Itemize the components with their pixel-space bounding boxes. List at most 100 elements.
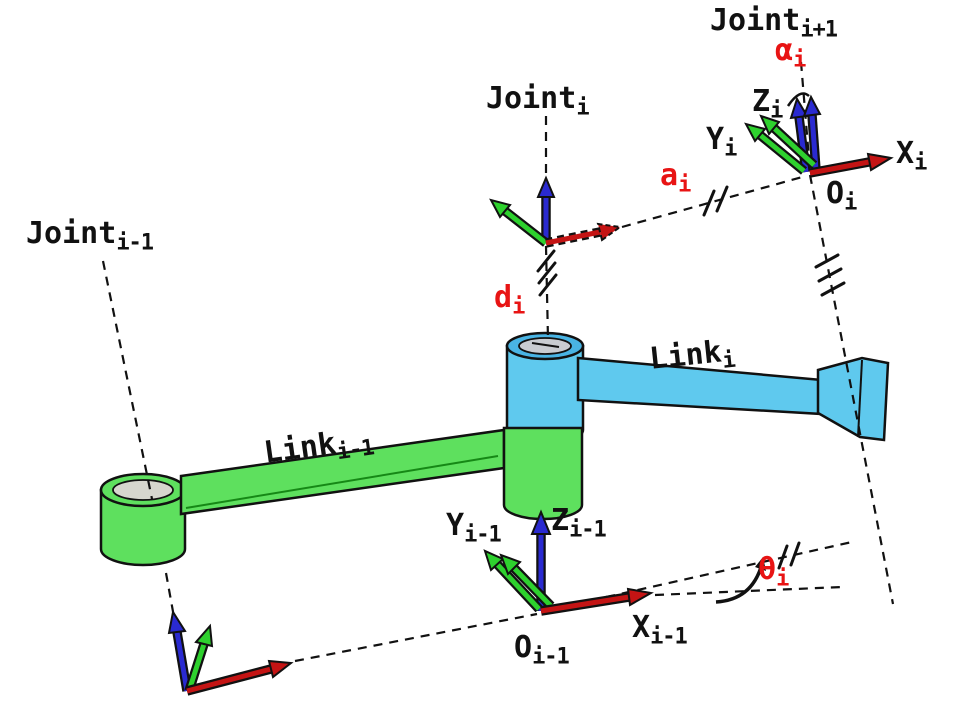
y-cur-axis-arrow-b (759, 114, 818, 169)
hatch-tick (777, 544, 789, 570)
label-text: O (514, 630, 533, 665)
theta-arc (715, 563, 764, 604)
label-y-prev: Yi-1 (446, 508, 502, 548)
frame-prev (483, 509, 654, 616)
label-z-cur: Zi (752, 86, 783, 124)
label-alpha: αi (775, 33, 806, 73)
label-theta: θi (758, 552, 789, 592)
axis-head (194, 623, 214, 648)
label-sub: i-1 (464, 522, 502, 548)
label-sub: i+1 (800, 17, 838, 43)
theta-arc-arrowhead (755, 557, 766, 571)
hatch-tick (536, 249, 556, 273)
label-x-prev: Xi-1 (632, 610, 688, 650)
axis-shaft (809, 159, 870, 176)
hatch-tick (820, 281, 846, 297)
label-sub: i (793, 47, 806, 73)
label-o-prev: Oi-1 (514, 630, 570, 670)
frame-cur (744, 94, 894, 178)
axis-head (744, 122, 767, 143)
link-cur-cylinder-bore (518, 337, 572, 355)
axis-head (483, 549, 505, 572)
base-y-axis-arrow (184, 623, 214, 693)
link-prev-right-cylinder-body (502, 426, 584, 521)
label-x-cur: Xi (896, 136, 927, 175)
d-hatch (536, 249, 558, 297)
link-cur-bracket-edge (857, 359, 863, 438)
label-text: a (660, 158, 679, 193)
axis-shaft (174, 631, 190, 692)
joint-cur-z-arrow (536, 175, 556, 243)
label-text: Joint (26, 216, 117, 251)
hatch-tick (814, 253, 840, 269)
joint-prev-axis-upper (101, 260, 154, 500)
label-text: α (775, 33, 794, 68)
hatch-tick (537, 261, 557, 285)
label-joint-prev: Jointi-1 (26, 216, 154, 256)
label-text: O (826, 176, 845, 211)
hatch-marks (536, 185, 846, 570)
a-hatch (702, 185, 729, 217)
label-joint-next: Jointi+1 (710, 5, 838, 43)
hatch-tick (538, 273, 558, 297)
link-prev-arm-edge (185, 455, 499, 509)
axis-head (530, 509, 552, 535)
axis-shaft (772, 126, 816, 167)
link-prev-left-cylinder-body (99, 488, 187, 567)
o-cur-drop-line (808, 174, 895, 605)
label-sub: i (724, 136, 737, 162)
alpha-arc (786, 92, 810, 107)
y-cur-axis-arrow-a (744, 122, 808, 175)
axis-shaft (540, 594, 630, 614)
axis-head (802, 94, 822, 118)
label-joint-cur: Jointi (486, 81, 590, 120)
label-sub: i-1 (569, 517, 607, 543)
label-text: X (632, 610, 651, 645)
a-length-line (621, 174, 807, 229)
joint-cur-y-arrow (489, 198, 549, 247)
y-prev-axis-arrow-a (483, 549, 543, 613)
label-sub: i-1 (650, 624, 688, 650)
joint-cur-x-arrow-projected (545, 222, 623, 248)
axis-head (489, 198, 512, 219)
label-o-cur: Oi (826, 176, 857, 216)
label-sub: i (770, 98, 783, 124)
label-sub: i (776, 566, 789, 592)
base-line (294, 612, 538, 663)
axis-head (759, 114, 781, 136)
axis-head (499, 553, 522, 576)
label-text: Link (647, 334, 724, 377)
label-text: Joint (486, 81, 577, 116)
label-sub: i (844, 190, 857, 216)
axis-shaft (758, 133, 806, 173)
label-y-cur: Yi (706, 124, 737, 162)
label-text: θ (758, 552, 777, 587)
label-a-param: ai (660, 158, 691, 197)
axis-shaft (495, 562, 541, 611)
y-prev-axis-arrow-b (499, 553, 555, 610)
axis-head (866, 152, 894, 172)
axis-shaft (186, 643, 207, 692)
link-cur-bore-tick (531, 342, 560, 348)
label-sub: i (721, 347, 736, 374)
axis-head (536, 175, 556, 198)
hatch-tick (789, 541, 801, 567)
hatch-tick (715, 185, 729, 213)
label-text: Y (446, 508, 465, 543)
label-sub: i-1 (532, 644, 570, 670)
drop-line-hatch (814, 253, 846, 297)
base-z-axis-arrow (167, 609, 192, 692)
label-text: X (896, 136, 915, 171)
base-frame (167, 609, 294, 696)
hatch-tick (817, 267, 843, 283)
axis-head (626, 587, 654, 607)
axis-head (267, 659, 294, 679)
base-x-axis-arrow (185, 659, 294, 696)
label-sub: i-1 (116, 230, 154, 256)
label-sub: i-1 (335, 435, 376, 466)
axis-head (789, 96, 809, 120)
link-prev-shape (99, 426, 584, 567)
frame-joint-cur (489, 175, 623, 248)
